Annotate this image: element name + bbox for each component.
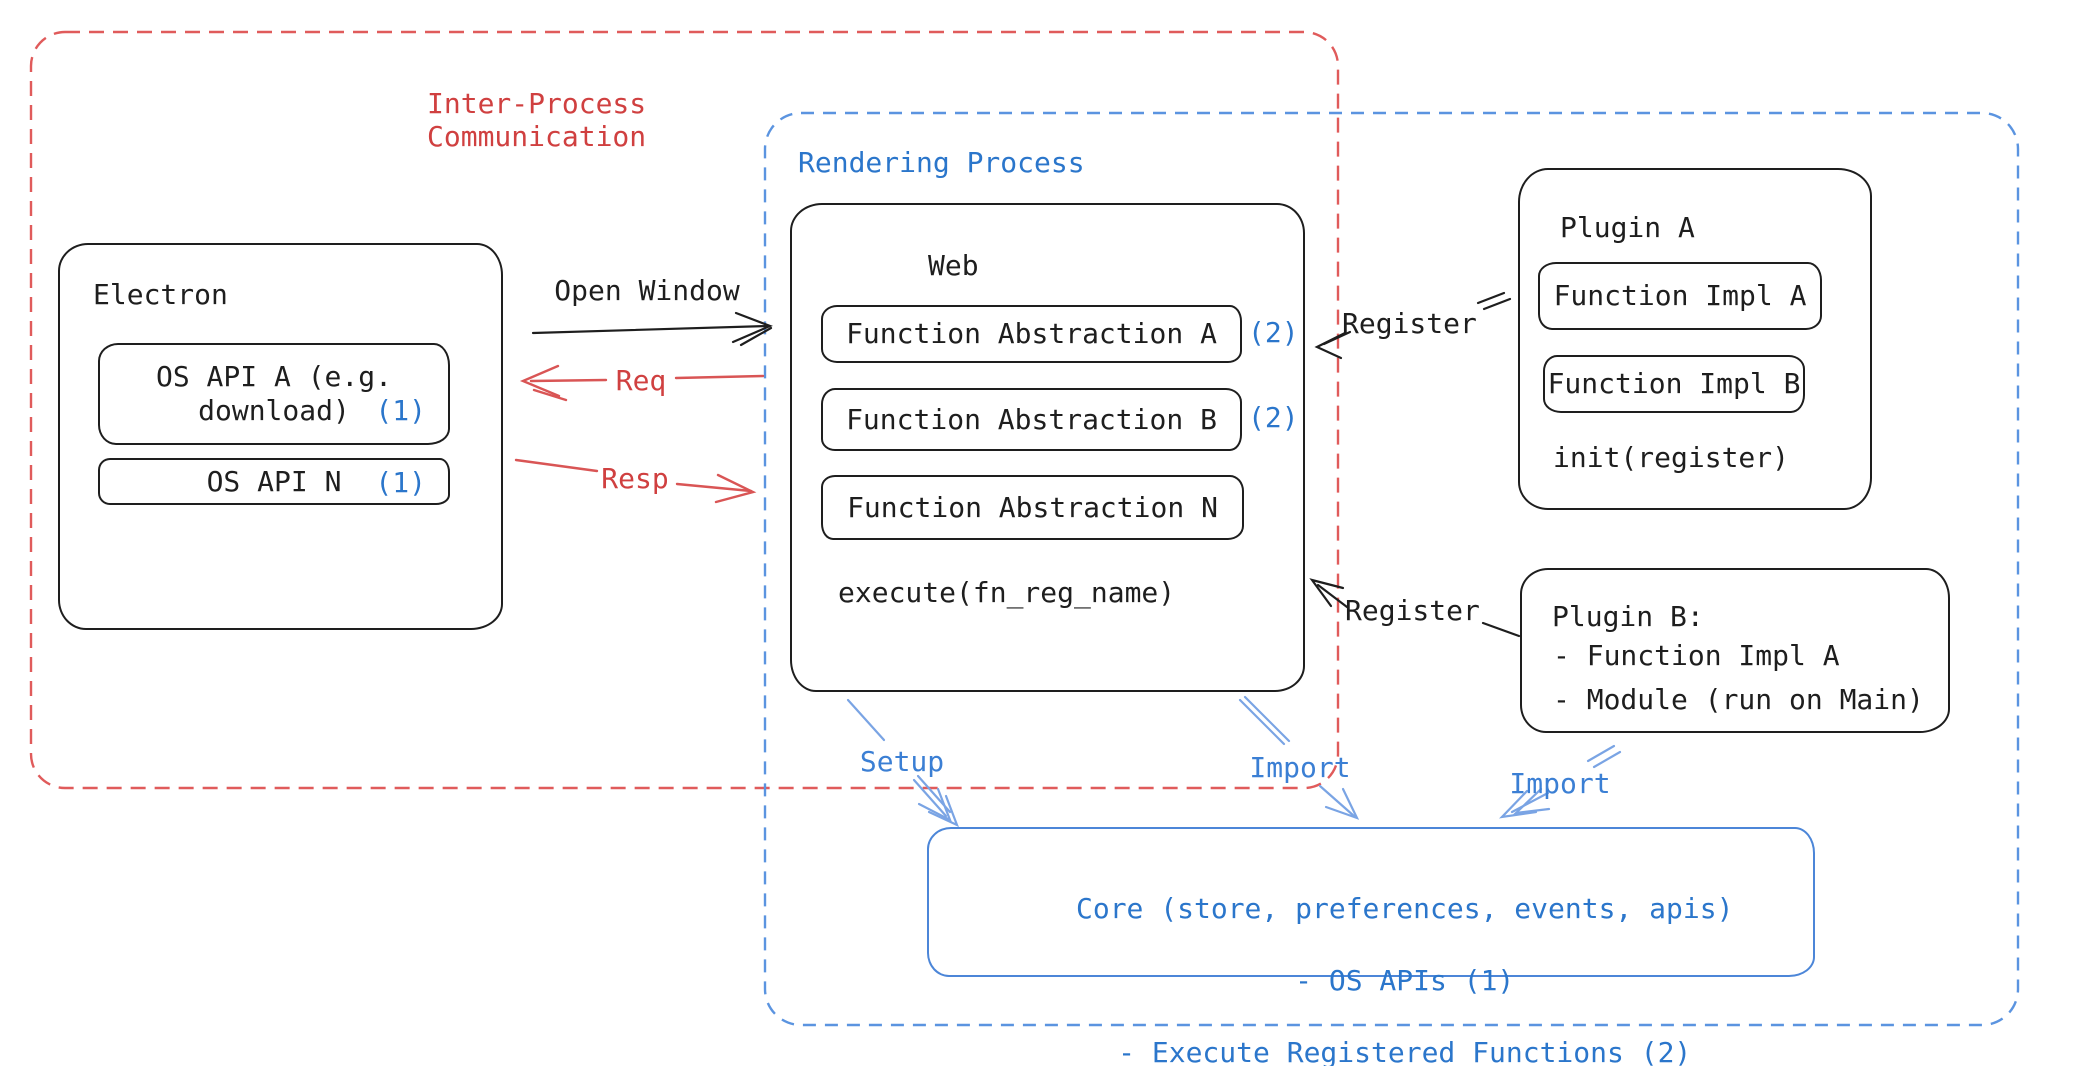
function-abstraction-n-box: Function Abstraction N — [821, 475, 1244, 540]
open-window-label: Open Window — [554, 274, 740, 307]
function-impl-a-box: Function Impl A — [1538, 262, 1822, 330]
core-line-2: - OS APIs (1) — [1295, 964, 1515, 997]
function-abstraction-b-badge: (2) — [1248, 401, 1299, 434]
core-text: Core (store, preferences, events, apis) … — [927, 855, 1815, 1066]
function-impl-a-label: Function Impl A — [1553, 279, 1807, 312]
function-abstraction-a-label: Function Abstraction A — [846, 317, 1217, 350]
setup-arrow — [846, 698, 959, 828]
req-arrow — [519, 364, 765, 402]
os-api-a-box: OS API A (e.g.download) (1) — [98, 343, 450, 445]
resp-arrow — [514, 458, 757, 504]
init-register-label: init(register) — [1553, 441, 1790, 474]
plugin-b-item-1: - Function Impl A — [1553, 639, 1840, 672]
plugin-a-box — [1518, 168, 1872, 510]
open-window-arrow — [531, 311, 773, 347]
web-title: Web — [928, 249, 979, 282]
core-line-3: - Execute Registered Functions (2) — [1118, 1036, 1692, 1066]
ipc-title-line1: Inter-Process — [427, 87, 647, 120]
import-web-label: Import — [1249, 751, 1351, 784]
function-abstraction-n-label: Function Abstraction N — [847, 490, 1218, 524]
register-a-label: Register — [1342, 307, 1477, 340]
function-impl-b-label: Function Impl B — [1547, 367, 1801, 400]
execute-label: execute(fn_reg_name) — [838, 576, 1176, 609]
register-a-arrow — [1314, 291, 1512, 360]
import-plugin-label: Import — [1509, 767, 1611, 800]
plugin-b-box — [1520, 568, 1950, 733]
os-api-a-label: OS API A (e.g.download) — [155, 360, 392, 427]
plugin-b-title: Plugin B: — [1552, 600, 1704, 633]
os-api-n-badge: (1) — [375, 466, 426, 499]
os-api-n-label: OS API N — [206, 464, 342, 498]
setup-label: Setup — [859, 745, 945, 778]
rendering-dashed-boundary — [763, 111, 2020, 1027]
function-abstraction-b-label: Function Abstraction B — [846, 402, 1217, 436]
electron-title: Electron — [93, 278, 228, 311]
ipc-dashed-boundary — [29, 30, 1340, 790]
os-api-n-box: OS API N (1) — [98, 458, 450, 505]
function-impl-b-box: Function Impl B — [1543, 355, 1805, 413]
electron-box — [58, 243, 503, 630]
req-label: Req — [615, 364, 667, 397]
ipc-title-line2: Communication — [427, 120, 647, 153]
function-abstraction-a-box: Function Abstraction A — [821, 305, 1242, 363]
core-box — [927, 827, 1815, 977]
function-abstraction-b-box: Function Abstraction B — [821, 388, 1242, 451]
function-abstraction-a-badge: (2) — [1248, 316, 1299, 349]
os-api-a-badge: (1) — [375, 394, 426, 427]
web-box — [790, 203, 1305, 692]
register-b-arrow — [1309, 578, 1521, 638]
core-line-1: Core (store, preferences, events, apis) — [1075, 892, 1734, 925]
resp-label: Resp — [601, 462, 669, 495]
import-plugin-arrow — [1498, 744, 1622, 819]
register-b-label: Register — [1345, 594, 1480, 627]
rendering-process-title: Rendering Process — [798, 146, 1085, 179]
plugin-b-item-2: - Module (run on Main) — [1553, 683, 1924, 716]
import-web-arrow — [1238, 695, 1360, 820]
plugin-a-title: Plugin A — [1560, 211, 1695, 244]
